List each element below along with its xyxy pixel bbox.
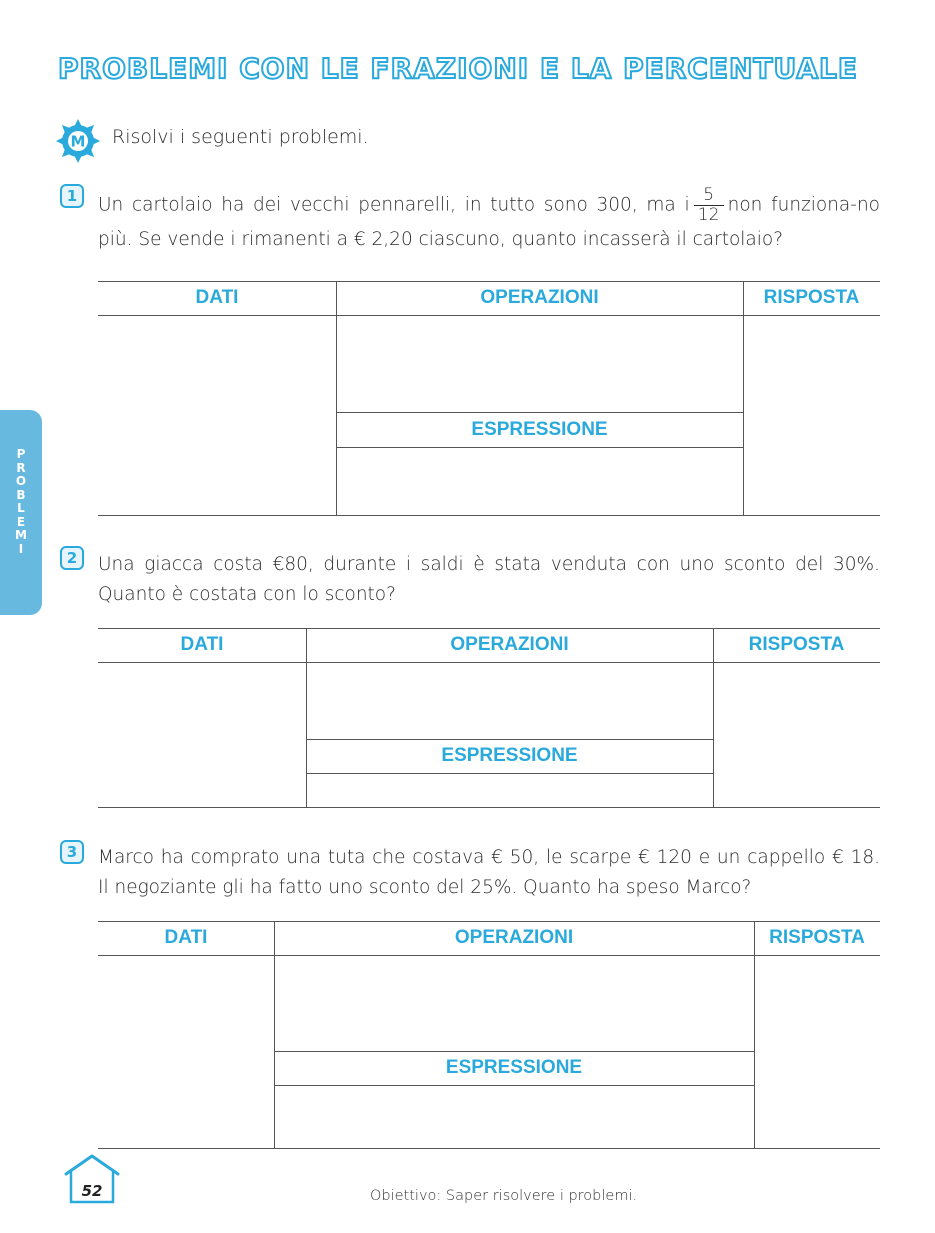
fraction-bar <box>693 205 724 206</box>
problem-1-text-before: Un cartolaio ha dei vecchi pennarelli, i… <box>98 194 690 216</box>
side-tab-letter: O <box>15 474 27 488</box>
table-line <box>274 1051 754 1052</box>
page-title: PROBLEMI CON LE FRAZIONI E LA PERCENTUAL… <box>57 51 859 86</box>
math-badge-icon: M <box>55 118 101 164</box>
table-line <box>98 315 880 316</box>
header-espressione: ESPRESSIONE <box>471 419 608 440</box>
side-tab-letter: I <box>18 541 24 556</box>
side-tab-problemi: P R O B L E M I <box>0 410 42 615</box>
instruction-text: Risolvi i seguenti problemi. <box>112 126 369 148</box>
table-line <box>98 515 880 516</box>
side-tab-letter: E <box>16 514 26 529</box>
solution-table-3: DATI OPERAZIONI RISPOSTA ESPRESSIONE <box>98 921 880 1150</box>
table-line <box>98 281 880 282</box>
table-line <box>98 628 880 629</box>
table-line <box>306 773 713 774</box>
side-tab-letter: R <box>16 460 26 475</box>
problem-number-1: 1 <box>60 184 84 208</box>
header-dati: DATI <box>195 287 239 308</box>
problem-2-text: Una giacca costa €80, durante i saldi è … <box>98 554 880 605</box>
header-dati: DATI <box>164 927 208 948</box>
side-tab-letters: P R O B L E M I <box>0 447 42 556</box>
table-line <box>274 921 275 1149</box>
header-dati: DATI <box>180 634 224 655</box>
table-line <box>98 921 880 922</box>
side-tab-letter: P <box>16 447 26 461</box>
table-line <box>274 1085 754 1086</box>
header-risposta: RISPOSTA <box>763 287 860 308</box>
side-tab-letter: B <box>16 487 26 502</box>
header-operazioni: OPERAZIONI <box>454 927 574 948</box>
table-line <box>306 739 713 740</box>
table-line <box>98 662 880 663</box>
problem-1-text-after: non funziona-no più. Se vende i rimanent… <box>98 194 880 251</box>
table-line <box>336 447 743 448</box>
table-line <box>306 628 307 808</box>
badge-letter: M <box>71 133 86 151</box>
header-operazioni: OPERAZIONI <box>450 634 569 655</box>
header-operazioni: OPERAZIONI <box>480 287 599 308</box>
table-line <box>743 281 744 516</box>
problem-number-3: 3 <box>60 840 84 864</box>
header-risposta: RISPOSTA <box>748 634 845 655</box>
solution-table-1: DATI OPERAZIONI RISPOSTA ESPRESSIONE <box>98 281 880 516</box>
header-espressione: ESPRESSIONE <box>445 1057 583 1078</box>
side-tab-letter: L <box>17 501 25 515</box>
page-number-house-icon: 52 <box>62 1152 122 1206</box>
table-line <box>98 1148 880 1149</box>
fraction-denominator: 12 <box>697 205 720 225</box>
header-espressione: ESPRESSIONE <box>441 745 578 766</box>
header-risposta: RISPOSTA <box>769 927 865 948</box>
table-line <box>336 281 337 516</box>
table-line <box>754 921 755 1149</box>
problem-1-text: Un cartolaio ha dei vecchi pennarelli, i… <box>98 186 880 255</box>
problem-number-2: 2 <box>60 546 84 570</box>
page-number: 52 <box>82 1182 103 1200</box>
problem-3-text: Marco ha comprato una tuta che costava €… <box>98 847 880 898</box>
footer-objective: Obiettivo: Saper risolvere i problemi. <box>370 1188 638 1204</box>
fraction-numerator: 5 <box>703 185 715 205</box>
table-line <box>336 412 743 413</box>
table-line <box>98 955 880 956</box>
table-line <box>98 807 880 808</box>
solution-table-2: DATI OPERAZIONI RISPOSTA ESPRESSIONE <box>98 628 880 809</box>
side-tab-letter: M <box>15 528 27 542</box>
table-line <box>713 628 714 808</box>
